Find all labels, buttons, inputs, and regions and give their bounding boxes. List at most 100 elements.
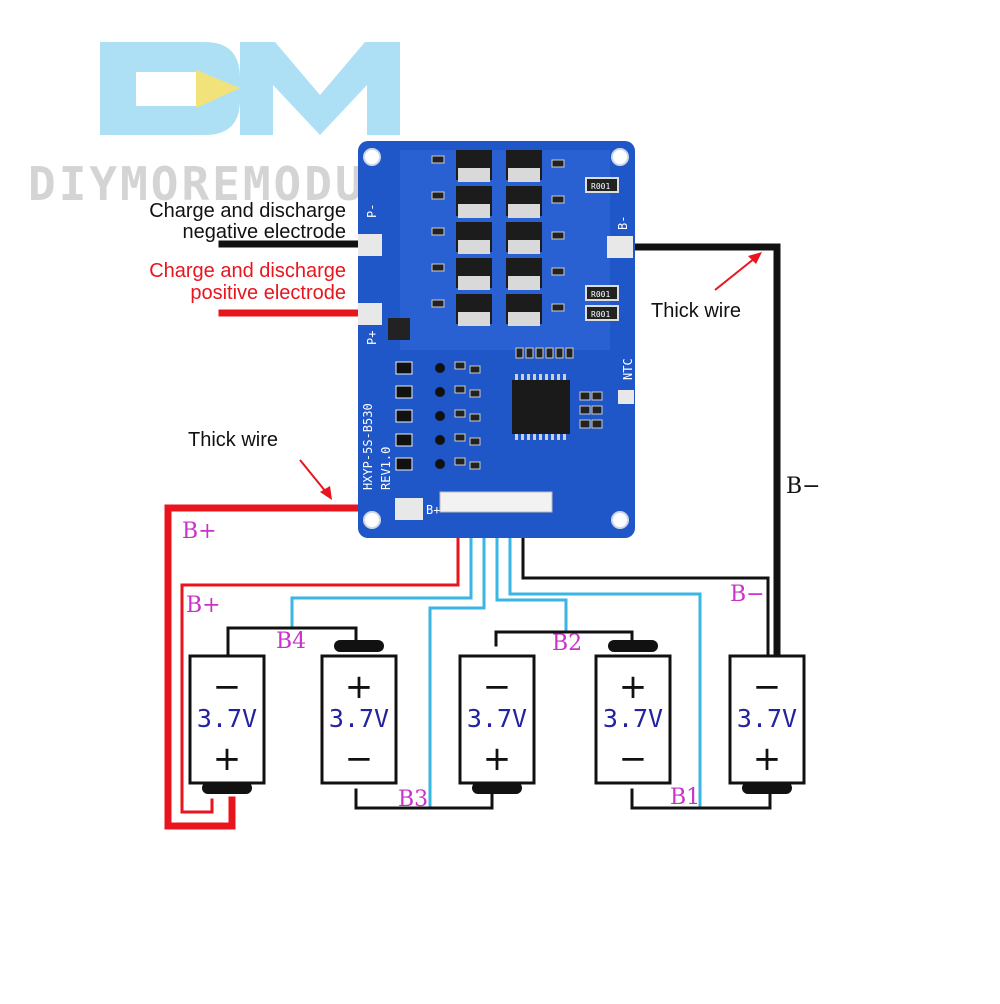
chip-near-p-plus: [388, 318, 410, 340]
cell-voltage: 3.7V: [737, 704, 797, 733]
smd-resistor: [579, 391, 591, 401]
cell-body: [458, 654, 536, 785]
shunt-resistor-b: [585, 285, 619, 301]
ic-pin: [539, 434, 542, 440]
thick-wire-left-label: Thick wire: [188, 429, 278, 451]
pcb-mosfet-area: [400, 150, 610, 350]
wire-label-b3: B3: [398, 787, 428, 812]
mount-hole-tl: [363, 148, 381, 166]
smd-resistor: [551, 267, 565, 276]
logo-letter-m: [240, 42, 400, 135]
cell-body: [728, 654, 806, 785]
pcb-model-text: HXYP-5S-B530: [361, 403, 375, 490]
mount-hole-tr: [611, 148, 629, 166]
balance-transistor: [435, 435, 445, 445]
smd-capacitor: [454, 361, 466, 370]
ic-pin: [563, 374, 566, 380]
wire-label-b-minus-mid: B−: [730, 582, 765, 607]
cell-top-polarity: −: [213, 667, 242, 707]
smd-capacitor: [469, 365, 481, 374]
balance-resistor: [395, 385, 413, 399]
balance-transistor: [435, 459, 445, 469]
ic-pin: [551, 434, 554, 440]
mount-hole-bl: [363, 511, 381, 529]
ntc-label: NTC: [621, 358, 635, 380]
cell-bottom-polarity: +: [213, 739, 242, 779]
mosfet-array: [431, 150, 565, 326]
ic-pin: [515, 434, 518, 440]
smd-resistor: [555, 347, 564, 359]
smd-resistor: [579, 419, 591, 429]
ic-pin: [515, 374, 518, 380]
battery-cell: +3.7V−: [594, 640, 672, 785]
smd-capacitor: [454, 433, 466, 442]
smd-resistor: [591, 391, 603, 401]
pcb-revision-text: REV1.0: [379, 447, 393, 490]
balance-resistor: [395, 433, 413, 447]
bms-pcb-board: P- P+ B- B+ HXYP-5S-B530 REV1.0 NTC R001…: [358, 141, 635, 538]
pad-b-minus: [607, 236, 633, 258]
ic-pin: [533, 434, 536, 440]
arrow-right-shaft: [714, 257, 756, 291]
smd-resistor: [431, 227, 445, 236]
cell-terminal-cap: [334, 640, 384, 652]
pad-label-b-minus: B-: [616, 216, 630, 230]
ic-pin: [533, 374, 536, 380]
ic-pin: [527, 434, 530, 440]
arrow-left-head: [320, 486, 332, 500]
balance-transistor: [435, 387, 445, 397]
neg-electrode-line1: Charge and discharge: [149, 200, 346, 222]
b3-wire: [428, 510, 486, 810]
cell-voltage: 3.7V: [603, 704, 663, 733]
smd-capacitor: [454, 409, 466, 418]
smd-resistor: [545, 347, 554, 359]
balance-resistor: [395, 457, 413, 471]
battery-cell: −3.7V+: [728, 654, 806, 794]
cell3-cell4-link: [494, 630, 634, 647]
ntc-pad: [618, 390, 634, 404]
ic-pin: [563, 434, 566, 440]
cell-terminal-cap: [202, 782, 252, 794]
cell-body: [188, 654, 266, 785]
smd-resistor: [515, 347, 524, 359]
cell1-cell2-link: [226, 626, 358, 658]
wires: [164, 240, 781, 830]
mosfet: [456, 258, 492, 290]
logo-yellow-triangle: [196, 70, 240, 108]
ic-pin: [557, 434, 560, 440]
shunt-resistor-c-label: R001: [591, 310, 610, 319]
logo-letter-d: [100, 42, 240, 135]
cell-terminal-cap: [608, 640, 658, 652]
balance-connector: [439, 491, 553, 513]
ic-pins: [515, 374, 566, 440]
ic-pin: [551, 374, 554, 380]
watermark-logo: DIYMOREMODUL: [28, 42, 400, 211]
battery-cell: −3.7V+: [188, 654, 266, 794]
cell-bottom-polarity: +: [483, 739, 512, 779]
smd-resistor: [579, 405, 591, 415]
smd-resistor: [551, 303, 565, 312]
pos-electrode-line1: Charge and discharge: [149, 260, 346, 282]
pad-p-minus: [358, 234, 382, 256]
cell-bottom-polarity: −: [619, 739, 648, 779]
shunt-resistor-a: [585, 177, 619, 193]
smd-capacitor: [454, 385, 466, 394]
smd-capacitor: [469, 437, 481, 446]
smd-resistor: [535, 347, 544, 359]
smd-resistor: [431, 299, 445, 308]
b-plus-thin-wire: [180, 510, 460, 814]
arrow-left-shaft: [299, 459, 327, 493]
mosfet: [456, 150, 492, 182]
pad-label-p-minus: P-: [365, 204, 379, 218]
mosfet: [506, 294, 542, 326]
balance-transistor: [435, 411, 445, 421]
mosfet: [456, 222, 492, 254]
ic-pin: [521, 374, 524, 380]
ic-pin: [539, 374, 542, 380]
smd-resistor: [591, 419, 603, 429]
annotation-labels: Charge and discharge negative electrode …: [149, 200, 820, 812]
wire-label-b4: B4: [276, 629, 306, 654]
b1-wire: [508, 510, 702, 810]
pos-electrode-line2: positive electrode: [190, 282, 346, 304]
